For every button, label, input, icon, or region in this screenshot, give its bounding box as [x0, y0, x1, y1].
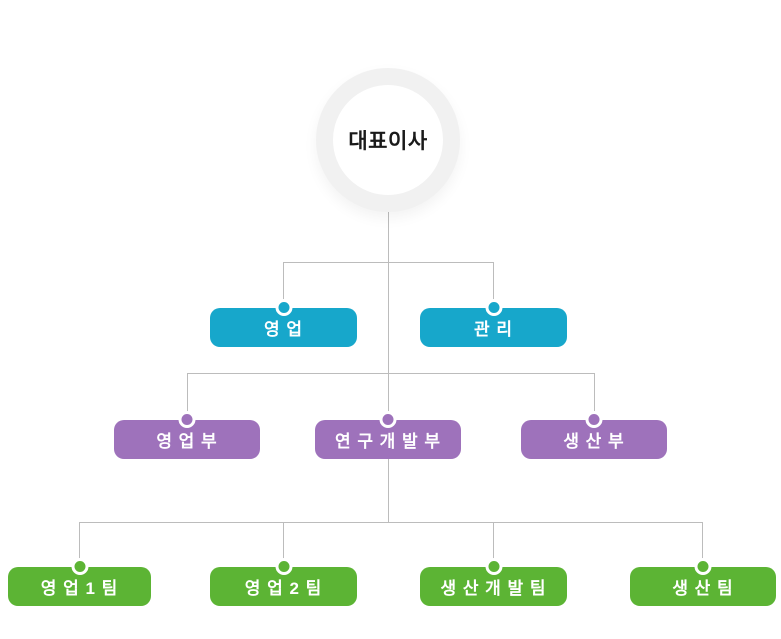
org-node-label: 생 산 부: [563, 432, 625, 451]
org-node-label: 영 업 부: [156, 432, 218, 451]
connector-dot: [485, 558, 502, 575]
connector-line-drop: [493, 522, 494, 567]
connector-dot: [694, 558, 712, 575]
connector-line-drop: [702, 522, 703, 567]
connector-line-drop: [79, 522, 80, 567]
connector-line-team-horizontal: [79, 522, 703, 523]
connector-dot: [379, 411, 397, 428]
connector-dot: [275, 558, 292, 575]
org-node-production-department: 생 산 부: [521, 411, 667, 459]
org-node-label: 영 업 1 팀: [40, 579, 119, 598]
org-node-production-dev-team: 생 산 개 발 팀: [420, 558, 567, 606]
connector-dot: [485, 299, 502, 316]
connector-dot: [585, 411, 603, 428]
org-node-sales-team-2: 영 업 2 팀: [210, 558, 357, 606]
connector-line-drop: [187, 373, 188, 420]
org-node-sales-division: 영 업: [210, 299, 357, 347]
connector-line-drop: [283, 262, 284, 308]
org-node-rnd-department: 연 구 개 발 부: [315, 411, 461, 459]
connector-line-drop: [493, 262, 494, 308]
org-node-label: 연 구 개 발 부: [334, 432, 442, 451]
org-node-ceo: 대표이사: [316, 68, 460, 212]
org-node-production-team: 생 산 팀: [630, 558, 776, 606]
org-node-ceo-label: 대표이사: [348, 130, 428, 153]
org-node-sales-team-1: 영 업 1 팀: [8, 558, 151, 606]
connector-dot: [178, 411, 196, 428]
connector-line-division-horizontal: [283, 262, 494, 263]
org-node-label: 생 산 개 발 팀: [440, 579, 547, 598]
connector-line-drop: [388, 373, 389, 420]
connector-line-drop: [283, 522, 284, 567]
org-node-label: 생 산 팀: [672, 579, 734, 598]
connector-dot: [275, 299, 292, 316]
connector-dot: [71, 558, 88, 575]
connector-line-department-horizontal: [187, 373, 594, 374]
connector-line-rnd-vertical: [388, 458, 389, 522]
org-node-label: 관 리: [473, 320, 513, 339]
connector-line-drop: [594, 373, 595, 420]
org-node-label: 영 업 2 팀: [244, 579, 323, 598]
org-node-label: 영 업: [263, 320, 303, 339]
org-node-sales-department: 영 업 부: [114, 411, 260, 459]
connector-line-root-vertical: [388, 212, 389, 373]
org-node-management-division: 관 리: [420, 299, 567, 347]
